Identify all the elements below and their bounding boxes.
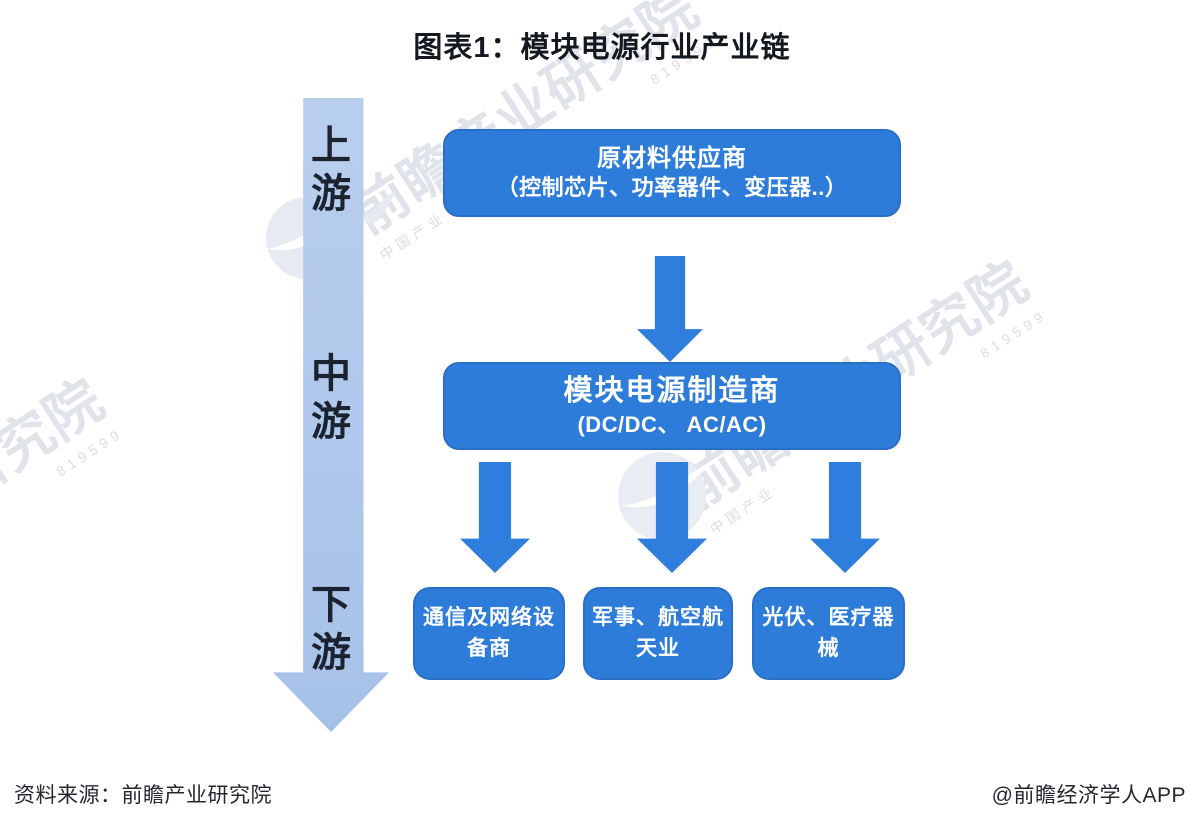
down-arrow-icon xyxy=(637,256,703,362)
stage-label-downstream: 下游 xyxy=(311,583,351,675)
credit-note: @前瞻经济学人APP xyxy=(991,784,1186,807)
figure-title: 图表1：模块电源行业产业链 xyxy=(413,32,791,64)
midstream-box-subtitle: (DC/DC、 AC/AC) xyxy=(577,411,767,437)
watermark-text: 前瞻产业研究院 中国产业 819599 xyxy=(0,367,127,655)
midstream-box: 模块电源制造商 (DC/DC、 AC/AC) xyxy=(443,362,901,450)
watermark-main-text: 前瞻产业研究院 xyxy=(0,367,115,638)
source-note: 资料来源：前瞻产业研究院 xyxy=(14,784,272,807)
down-arrow-icon xyxy=(637,462,707,573)
downstream-box-label: 军事、航空航 xyxy=(592,606,724,630)
stage-label-midstream: 中游 xyxy=(311,352,351,444)
downstream-box-label: 通信及网络设 xyxy=(423,606,555,630)
down-arrow-icon xyxy=(460,462,530,573)
upstream-box-subtitle: （控制芯片、功率器件、变压器..） xyxy=(496,175,848,201)
downstream-box-label: 械 xyxy=(817,636,840,660)
down-arrow-icon xyxy=(810,462,880,573)
watermark-sub-text: 中国产业 xyxy=(706,482,780,538)
downstream-box-telecom: 通信及网络设 备商 xyxy=(413,587,565,680)
midstream-box-title: 模块电源制造商 xyxy=(563,374,781,407)
watermark-sub-number: 819599 xyxy=(53,424,127,480)
downstream-box-label: 光伏、医疗器 xyxy=(762,606,895,630)
upstream-box-title: 原材料供应商 xyxy=(597,145,747,173)
downstream-box-label: 备商 xyxy=(467,636,511,660)
watermark-sub-number: 819599 xyxy=(977,306,1051,362)
downstream-box-label: 天业 xyxy=(636,636,680,660)
stage-label-upstream: 上游 xyxy=(311,124,351,216)
downstream-box-military-aerospace: 军事、航空航 天业 xyxy=(583,587,733,680)
upstream-box: 原材料供应商 （控制芯片、功率器件、变压器..） xyxy=(443,129,901,217)
downstream-box-pv-medical: 光伏、医疗器 械 xyxy=(752,587,905,680)
